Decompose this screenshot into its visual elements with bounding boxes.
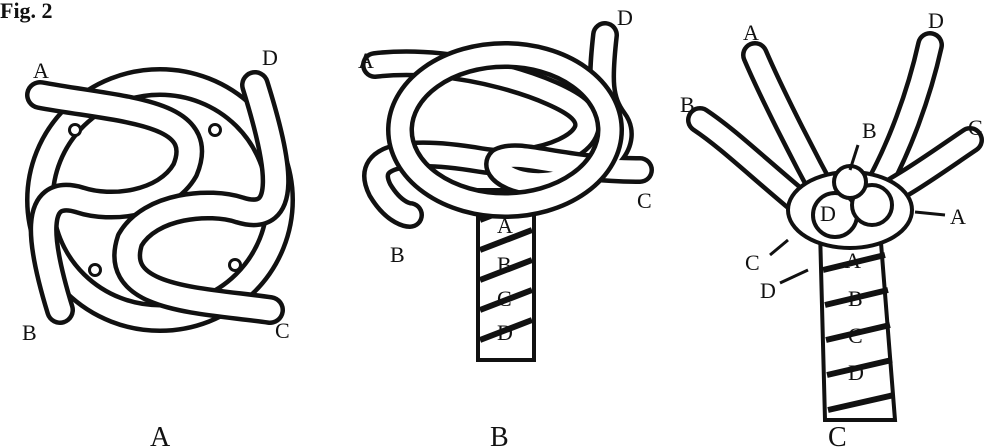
panel-b-rope-label-a: A xyxy=(497,213,513,238)
panel-a-label-b: B xyxy=(22,320,37,345)
panel-b-label-b: B xyxy=(390,242,405,267)
panel-c-rope-label-a: A xyxy=(845,248,861,273)
panel-b-loops xyxy=(375,35,640,215)
panel-c-label-b: B xyxy=(680,92,695,117)
panel-b-label-a: A xyxy=(358,48,374,73)
panel-c-knot-label-a: A xyxy=(950,204,966,229)
panel-c-knot-label-d: D xyxy=(820,201,836,226)
panel-a: A B C D A xyxy=(22,45,290,448)
panel-c: A B C D B A D C D A B C D C xyxy=(680,8,983,448)
panel-c-label-d: D xyxy=(928,8,944,33)
panel-c-knot-label-b: B xyxy=(862,118,877,143)
figure-label: Fig. 2 xyxy=(0,0,53,23)
panel-b-label-c: C xyxy=(637,188,652,213)
panel-b-rope-label-b: B xyxy=(497,252,512,277)
panel-c-label-c: C xyxy=(968,115,983,140)
panel-c-rope-label-c: C xyxy=(848,323,863,348)
panel-b-caption: B xyxy=(490,422,509,448)
panel-c-label-a: A xyxy=(743,20,759,45)
panel-a-caption: A xyxy=(150,422,171,448)
panel-b: A B C D A B C D B xyxy=(358,5,652,448)
panel-c-rope-label-d: D xyxy=(848,360,864,385)
panel-c-knot-label-d2: D xyxy=(760,278,776,303)
panel-b-label-d: D xyxy=(617,5,633,30)
panel-b-rope-label-d: D xyxy=(497,320,513,345)
panel-c-rope-label-b: B xyxy=(848,286,863,311)
panel-c-knot-label-c: C xyxy=(745,250,760,275)
panel-a-label-c: C xyxy=(275,318,290,343)
panel-c-caption: C xyxy=(828,422,847,448)
panel-a-label-a: A xyxy=(33,58,49,83)
panel-a-label-d: D xyxy=(262,45,278,70)
panel-b-rope-label-c: C xyxy=(497,286,512,311)
